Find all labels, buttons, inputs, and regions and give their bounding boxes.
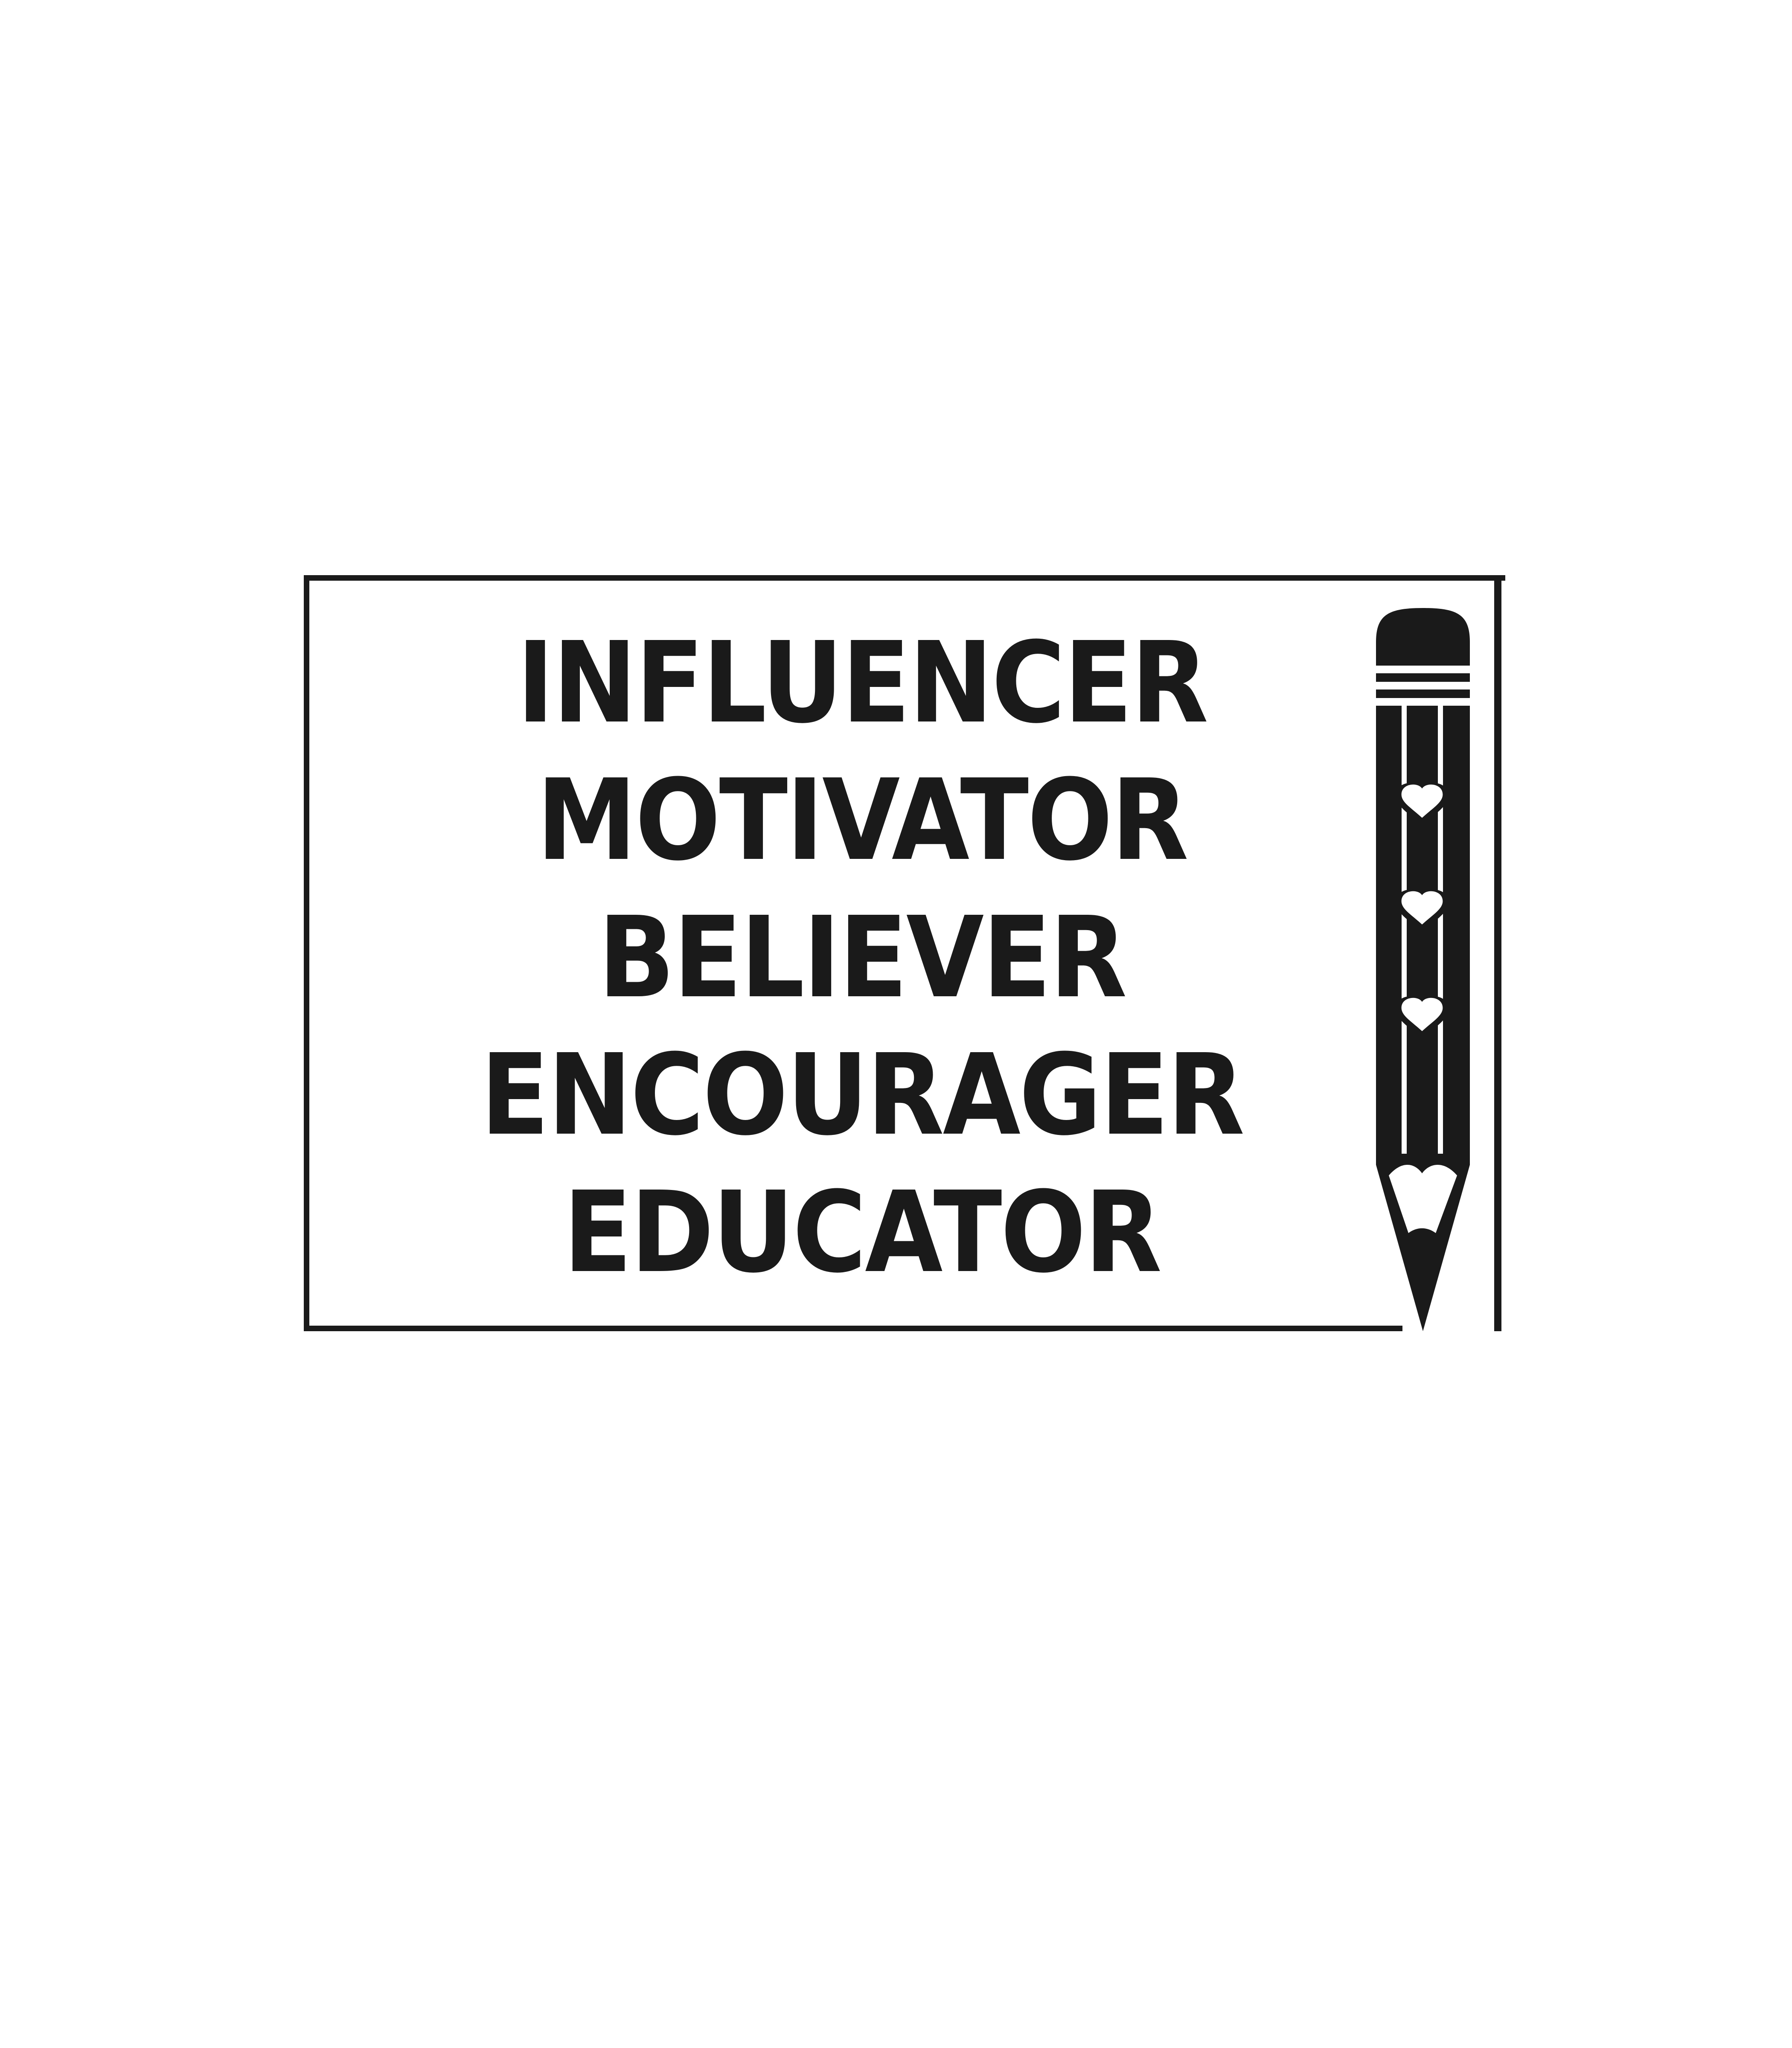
word-educator: EDUCATOR [563,1167,1162,1297]
word-influencer: INFLUENCER [517,618,1208,748]
word-believer: BELIEVER [598,893,1127,1023]
pencil-with-hearts-icon [1376,608,1470,1331]
frame-right-border [1494,575,1501,1331]
word-encourager: ENCOURAGER [480,1030,1245,1160]
frame-left-border [304,575,309,1331]
word-list: INFLUENCER MOTIVATOR BELIEVER ENCOURAGER… [309,614,1414,1301]
word-motivator: MOTIVATOR [536,755,1189,885]
frame-bottom-border [304,1326,1402,1331]
frame-top-border [304,575,1505,581]
